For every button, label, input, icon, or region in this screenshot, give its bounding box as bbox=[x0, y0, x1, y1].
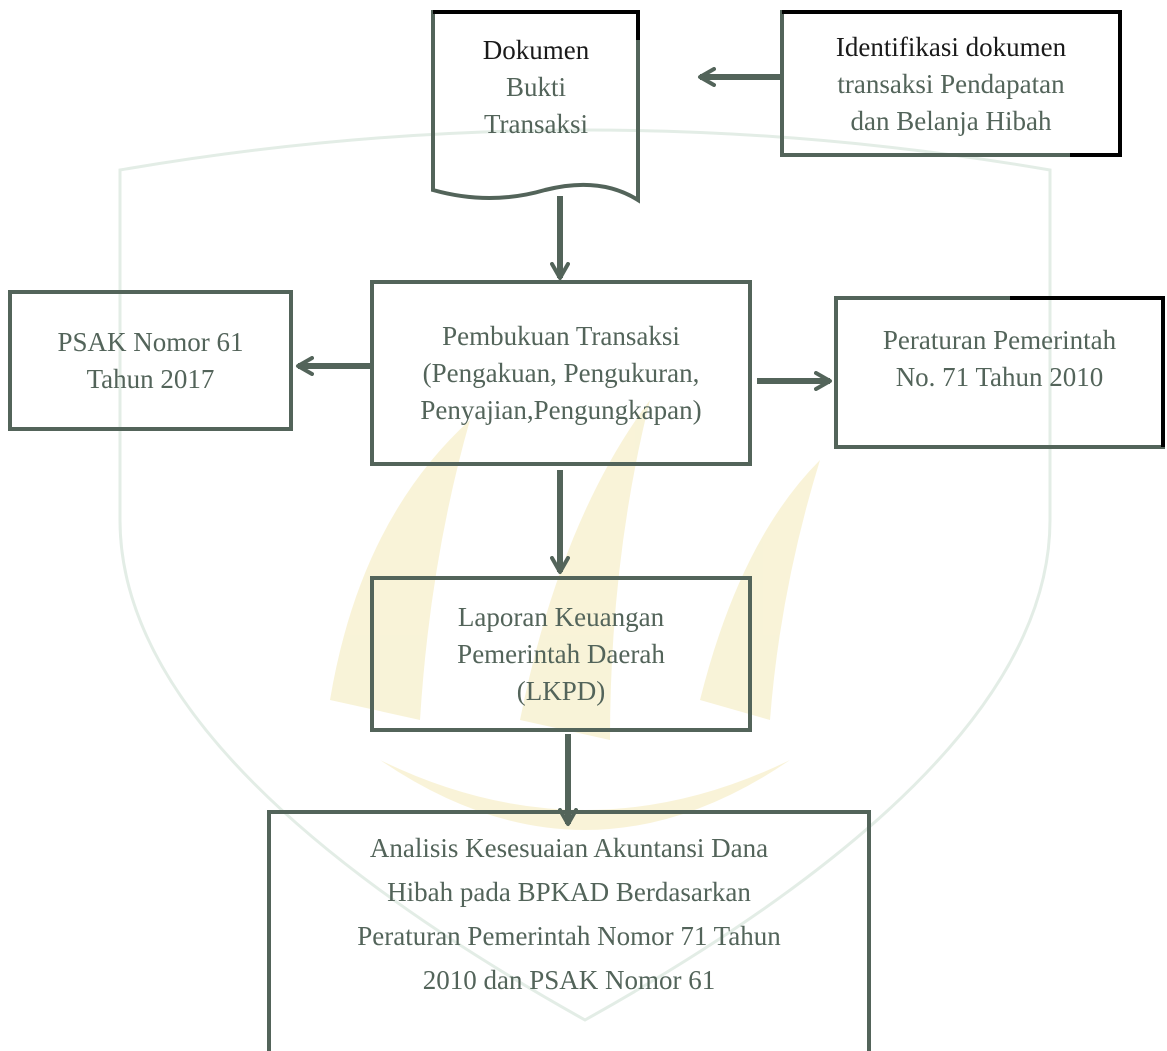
node-dokumen-line-3: Transaksi bbox=[483, 108, 589, 139]
node-dokumen-line-2: Bukti bbox=[505, 71, 566, 102]
node-peraturan-line-2: No. 71 Tahun 2010 bbox=[895, 362, 1104, 392]
node-analisis-line-3: Peraturan Pemerintah Nomor 71 Tahun bbox=[357, 921, 781, 951]
node-peraturan-line-1: Peraturan Pemerintah bbox=[882, 325, 1117, 355]
node-identifikasi-line-2: transaksi Pendapatan bbox=[837, 68, 1065, 99]
node-identifikasi-line-3: dan Belanja Hibah bbox=[850, 105, 1052, 136]
node-laporan-line-2: Pemerintah Daerah bbox=[457, 638, 665, 669]
node-dokumen-label: Dokumen Bukti Transaksi bbox=[440, 22, 632, 152]
node-identifikasi-label: Identifikasi dokumen transaksi Pendapata… bbox=[786, 16, 1116, 152]
node-pembukuan-line-3: Penyajian,Pengungkapan) bbox=[420, 394, 702, 425]
node-dokumen-shape bbox=[431, 10, 640, 204]
node-peraturan-shape bbox=[834, 296, 1165, 449]
node-laporan-line-1: Laporan Keuangan bbox=[457, 601, 665, 632]
node-laporan-shape bbox=[370, 576, 752, 732]
node-psak-line-1: PSAK Nomor 61 bbox=[57, 326, 244, 357]
node-dokumen-line-1: Dokumen bbox=[482, 34, 590, 65]
node-psak-label: PSAK Nomor 61 Tahun 2017 bbox=[14, 296, 287, 425]
node-laporan-label: Laporan Keuangan Pemerintah Daerah (LKPD… bbox=[376, 582, 746, 726]
node-laporan-line-3: (LKPD) bbox=[516, 675, 606, 706]
node-analisis-line-4: 2010 dan PSAK Nomor 61 bbox=[422, 965, 716, 995]
node-psak-line-2: Tahun 2017 bbox=[86, 363, 215, 394]
node-pembukuan-label: Pembukuan Transaksi (Pengakuan, Pengukur… bbox=[376, 286, 746, 460]
node-identifikasi-line-1: Identifikasi dokumen bbox=[835, 31, 1067, 62]
node-identifikasi-shape bbox=[780, 10, 1122, 157]
node-pembukuan-shape bbox=[370, 280, 752, 466]
node-pembukuan-line-2: (Pengakuan, Pengukuran, bbox=[422, 357, 700, 388]
node-analisis-line-2: Hibah pada BPKAD Berdasarkan bbox=[387, 877, 751, 907]
node-pembukuan-line-1: Pembukuan Transaksi bbox=[442, 320, 680, 351]
node-analisis-label: Analisis Kesesuaian Akuntansi Dana Hibah… bbox=[273, 820, 865, 1020]
node-peraturan-label: Peraturan Pemerintah No. 71 Tahun 2010 bbox=[838, 304, 1161, 414]
node-psak-shape bbox=[8, 290, 293, 431]
node-analisis-line-1: Analisis Kesesuaian Akuntansi Dana bbox=[369, 833, 769, 863]
